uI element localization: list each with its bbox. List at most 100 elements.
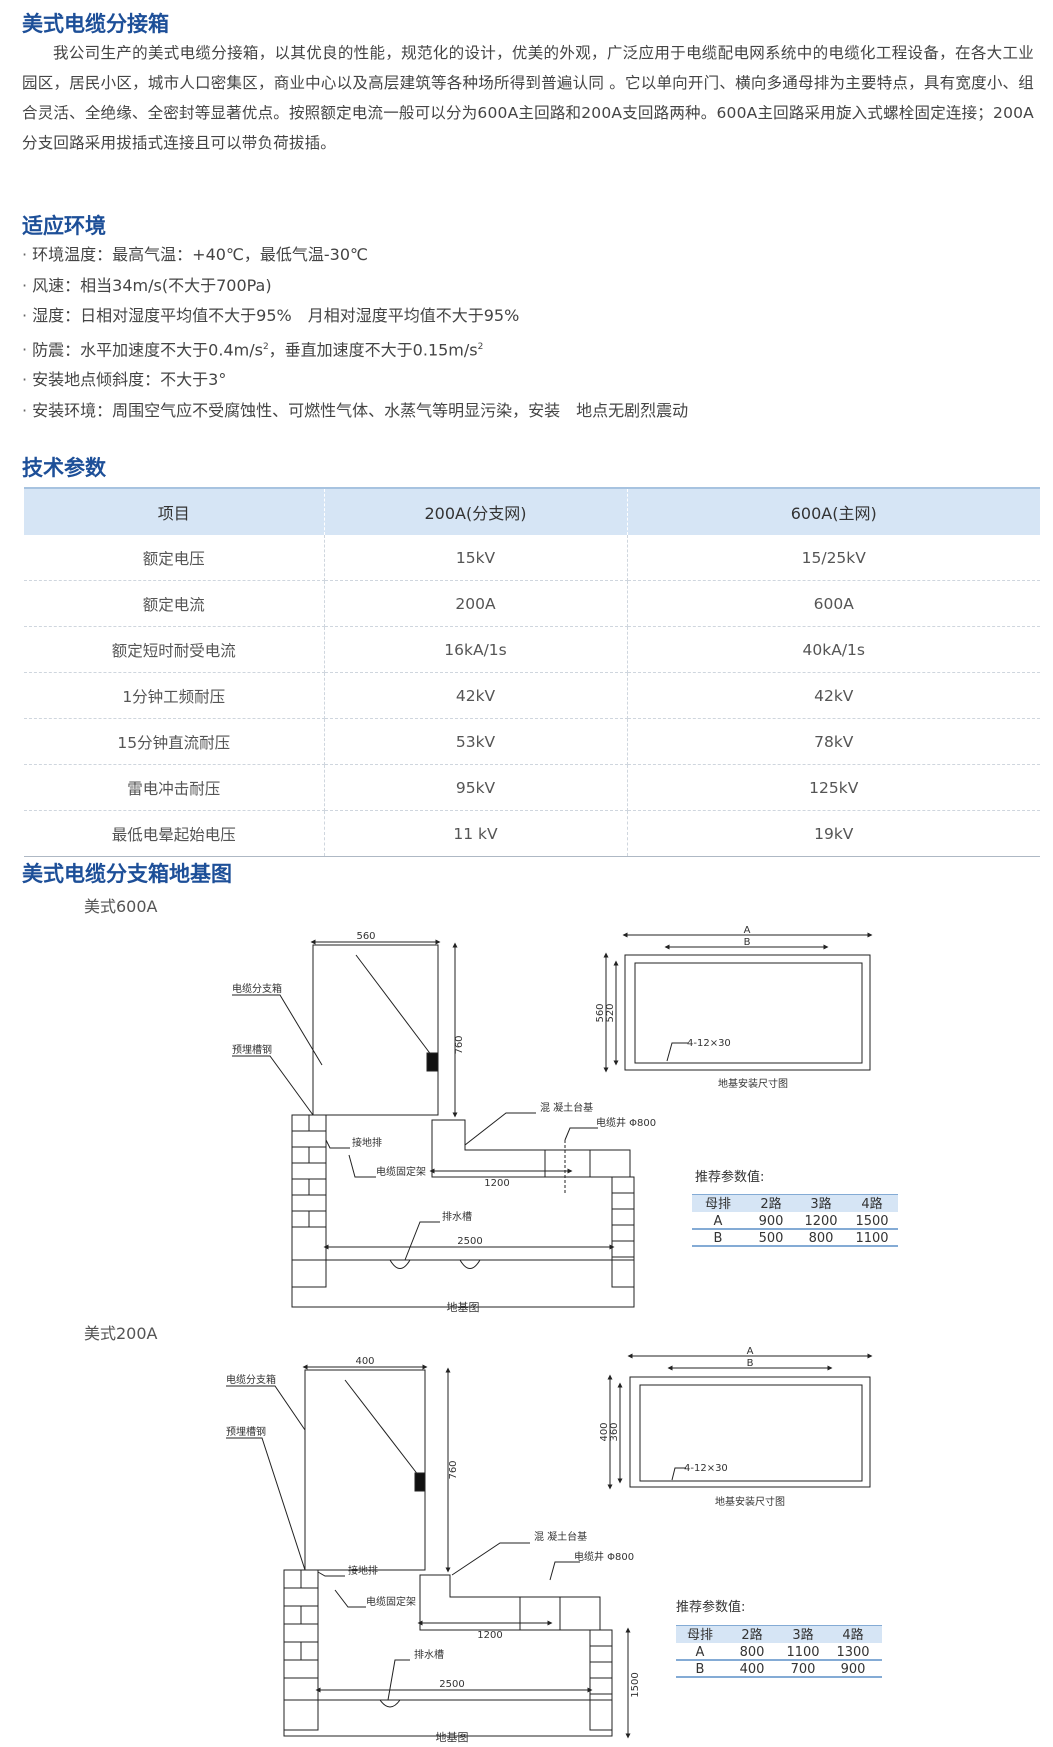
- caption-foundation: 地基图: [447, 1301, 480, 1314]
- rec-cell: 500: [759, 1231, 784, 1246]
- dim-a: A: [744, 925, 751, 936]
- cell: 78kV: [627, 718, 1040, 765]
- cell: 600A: [627, 580, 1040, 627]
- label-fix-frame: 电缆固定架: [366, 1595, 416, 1608]
- label-well: 电缆井 Φ800: [574, 1550, 634, 1563]
- concrete-platform: [431, 1119, 631, 1178]
- brick-wall-left: [291, 1114, 327, 1288]
- rec-cell: 2路: [760, 1196, 781, 1212]
- cell: 11 kV: [324, 810, 628, 857]
- dim-box-height: 760: [454, 1035, 465, 1054]
- cell: 200A: [324, 580, 628, 627]
- rec-cell: 2路: [741, 1627, 762, 1643]
- cell: 额定电流: [24, 580, 325, 627]
- foundation-diagram-600a: 560 760 电缆分支箱 预埋槽钢 混 凝土台基 电缆井 Φ800 接地排 电…: [232, 925, 898, 1314]
- dim-box-width: 560: [356, 931, 375, 942]
- cell: 额定电压: [24, 535, 325, 581]
- label-ground-bar: 接地排: [352, 1136, 382, 1149]
- dim-inner-height: 520: [605, 1003, 616, 1022]
- subtitle-200a: 美式200A: [84, 1324, 158, 1343]
- cell: 42kV: [627, 672, 1040, 719]
- cell: 40kA/1s: [627, 626, 1040, 673]
- env-slope: 安装地点倾斜度：不大于3°: [22, 365, 688, 396]
- rec-cell: 400: [740, 1662, 765, 1677]
- foundation-slab: [291, 1259, 635, 1308]
- cell: 额定短时耐受电流: [24, 626, 325, 673]
- rec-cell: 1100: [855, 1231, 888, 1246]
- env-quake: 防震：水平加速度不大于0.4m/s2，垂直加速度不大于0.15m/s2: [22, 332, 688, 366]
- cell: 雷电冲击耐压: [24, 764, 325, 811]
- foundation-diagram-200a: 400 760 电缆分支箱 预埋槽钢 混 凝土台基 电缆井 Φ800 接地排 电…: [226, 1346, 882, 1744]
- rec-cell: 1200: [804, 1214, 837, 1229]
- label-drain: 排水槽: [442, 1210, 472, 1223]
- label-concrete: 混 凝土台基: [534, 1530, 587, 1543]
- dim-depth: 1500: [630, 1672, 641, 1697]
- brick-wall-right: [589, 1629, 613, 1731]
- caption-plan: 地基安装尺寸图: [715, 1495, 785, 1508]
- section-title-intro: 美式电缆分接箱: [22, 12, 169, 36]
- dim-b: B: [747, 1358, 754, 1369]
- rec-title: 推荐参数值:: [695, 1169, 764, 1185]
- rec-cell: B: [696, 1662, 705, 1677]
- section-title-environment: 适应环境: [22, 214, 106, 238]
- env-humidity: 湿度：日相对湿度平均值不大于95% 月相对湿度平均值不大于95%: [22, 301, 688, 332]
- env-wind: 风速：相当34m/s(不大于700Pa): [22, 271, 688, 302]
- cell: 1分钟工频耐压: [24, 672, 325, 719]
- rec-cell: 900: [841, 1662, 866, 1677]
- concrete-platform: [419, 1574, 601, 1631]
- cabinet-box: [312, 944, 439, 1116]
- label-cabinet: 电缆分支箱: [232, 982, 282, 995]
- header-item: 项目: [24, 487, 325, 535]
- section-title-foundation: 美式电缆分支箱地基图: [22, 862, 232, 886]
- environment-list: 环境温度：最高气温：+40℃，最低气温-30℃ 风速：相当34m/s(不大于70…: [22, 240, 688, 426]
- rec-cell: 3路: [810, 1196, 831, 1212]
- rec-cell: 700: [791, 1662, 816, 1677]
- cell: 15/25kV: [627, 535, 1040, 581]
- label-holes: 4-12×30: [684, 1463, 728, 1474]
- cell: 15kV: [324, 535, 628, 581]
- label-holes: 4-12×30: [687, 1038, 731, 1049]
- dim-outer-height: 560: [595, 1003, 606, 1022]
- cell: 42kV: [324, 672, 628, 719]
- rec-cell: 800: [740, 1645, 765, 1660]
- dim-a: A: [747, 1346, 754, 1357]
- rec-title: 推荐参数值:: [676, 1599, 745, 1615]
- cell: 19kV: [627, 810, 1040, 857]
- brick-wall-right: [611, 1176, 635, 1288]
- foundation-slab: [283, 1699, 613, 1737]
- rec-header-bg: [692, 1195, 898, 1212]
- rec-cell: 母排: [687, 1628, 713, 1643]
- label-channel-steel: 预埋槽钢: [226, 1425, 266, 1438]
- header-200a: 200A(分支网): [324, 487, 628, 535]
- dim-outer-height: 400: [599, 1422, 610, 1441]
- cell: 53kV: [324, 718, 628, 765]
- rec-cell: A: [696, 1645, 705, 1660]
- rec-header-bg: [676, 1626, 882, 1643]
- rec-cell: 1500: [855, 1214, 888, 1229]
- dim-1200: 1200: [477, 1630, 502, 1641]
- dim-inner-height: 360: [609, 1422, 620, 1441]
- plan-inner: [639, 1384, 863, 1482]
- subtitle-600a: 美式600A: [84, 897, 158, 916]
- label-well: 电缆井 Φ800: [596, 1116, 656, 1129]
- cell: 15分钟直流耐压: [24, 718, 325, 765]
- rec-cell: 1300: [836, 1645, 869, 1660]
- label-ground-bar: 接地排: [348, 1564, 378, 1577]
- caption-foundation: 地基图: [436, 1731, 469, 1744]
- rec-cell: 3路: [792, 1627, 813, 1643]
- rec-cell: 1100: [786, 1645, 819, 1660]
- label-concrete: 混 凝土台基: [540, 1101, 593, 1114]
- table-header-row: 项目 200A(分支网) 600A(主网): [24, 487, 1040, 535]
- header-600a: 600A(主网): [627, 487, 1040, 535]
- section-title-tech-params: 技术参数: [22, 456, 106, 480]
- dim-box-width: 400: [355, 1356, 374, 1367]
- dim-box-height: 760: [448, 1460, 459, 1479]
